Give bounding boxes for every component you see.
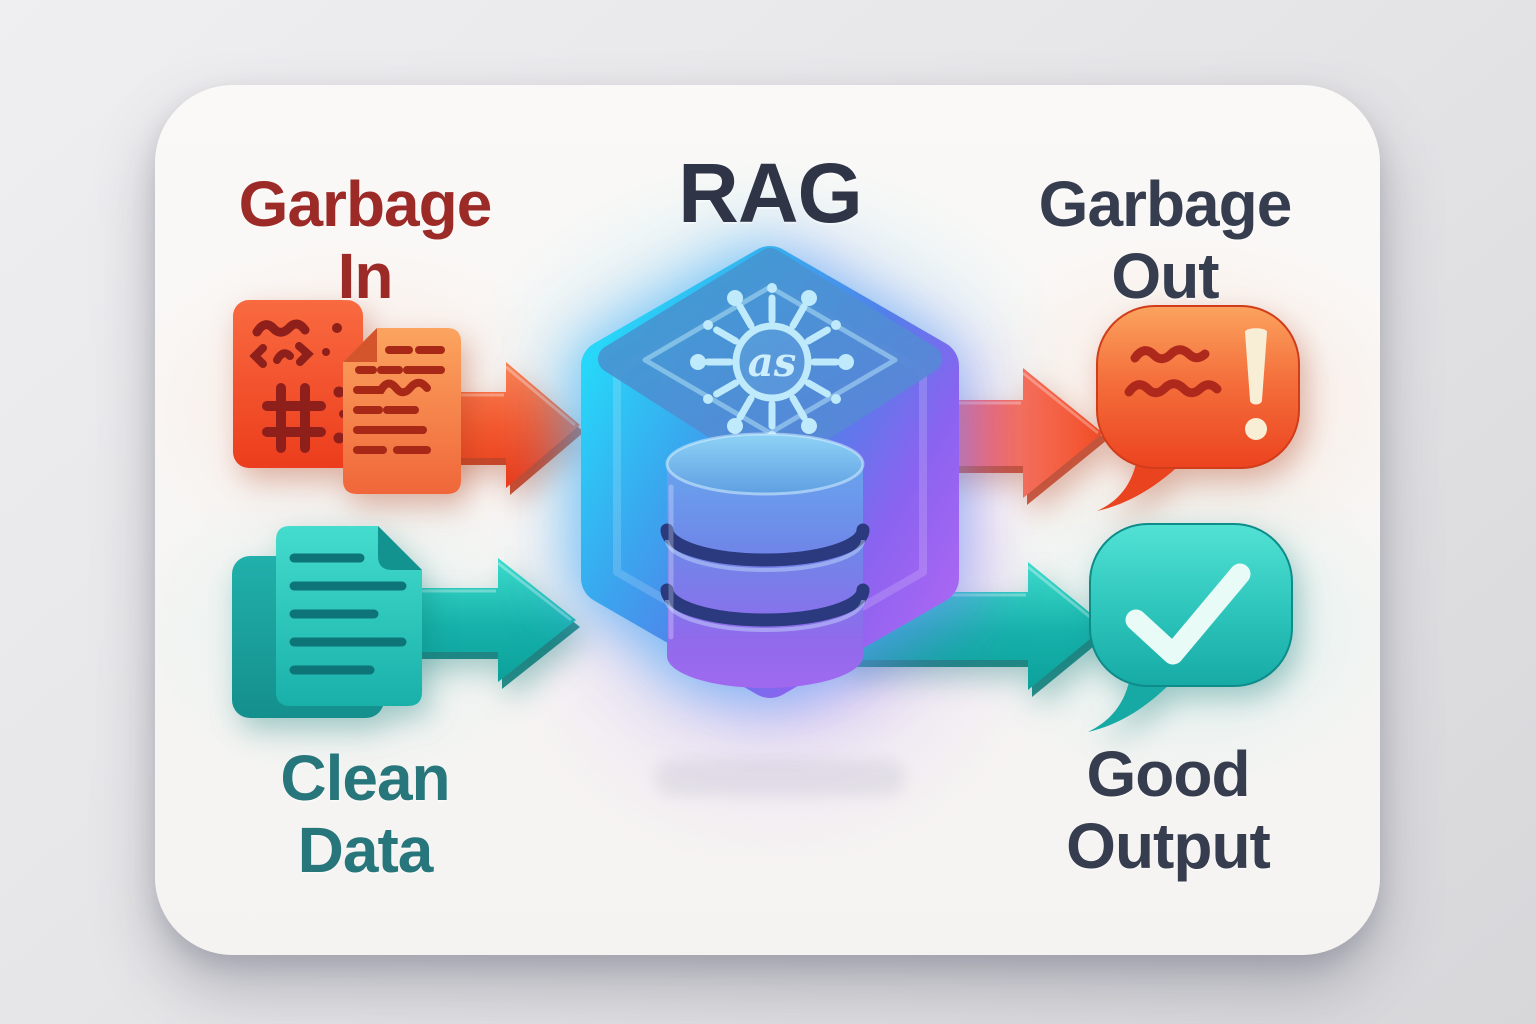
- success-bubble-icon: [1088, 523, 1293, 732]
- page-title: RAG: [678, 146, 863, 240]
- label-good-output: Good Output: [968, 738, 1368, 883]
- label-garbage-in-line2: In: [337, 240, 394, 313]
- hexagon-ground-shadow: [655, 760, 905, 796]
- garbage-document-2: [343, 328, 461, 494]
- label-good-output-line1: Good: [1086, 738, 1250, 810]
- label-good-output-line2: Output: [1066, 810, 1271, 883]
- exclamation-mark-icon: [1245, 328, 1267, 440]
- network-node-icon: as: [690, 283, 854, 441]
- checkmark-icon: [1125, 563, 1251, 665]
- clean-document-front: [276, 526, 422, 706]
- clean-documents-icon: [232, 526, 422, 718]
- label-clean-data: Clean Data: [165, 742, 565, 887]
- error-bubble-icon: [1096, 305, 1300, 511]
- hexagon-glyph-text: as: [748, 339, 796, 386]
- label-garbage-in-line1: Garbage: [238, 168, 493, 240]
- arrow-clean-data-icon: [398, 558, 580, 689]
- label-garbage-in: Garbage In: [165, 168, 565, 313]
- label-garbage-out-line1: Garbage: [1038, 168, 1293, 240]
- rag-engine-icon: as: [581, 246, 959, 698]
- arrow-garbage-in-icon: [428, 362, 584, 495]
- label-clean-data-line1: Clean: [280, 742, 450, 814]
- arrow-garbage-out-icon: [918, 368, 1107, 505]
- label-garbage-out-line2: Out: [1111, 240, 1219, 313]
- label-garbage-out: Garbage Out: [965, 168, 1365, 313]
- label-clean-data-line2: Data: [297, 814, 434, 887]
- noisy-documents-icon: [233, 300, 461, 494]
- garbled-text-squiggles: [1124, 345, 1222, 398]
- database-icon: [660, 432, 870, 688]
- garbage-document-1: [233, 300, 363, 468]
